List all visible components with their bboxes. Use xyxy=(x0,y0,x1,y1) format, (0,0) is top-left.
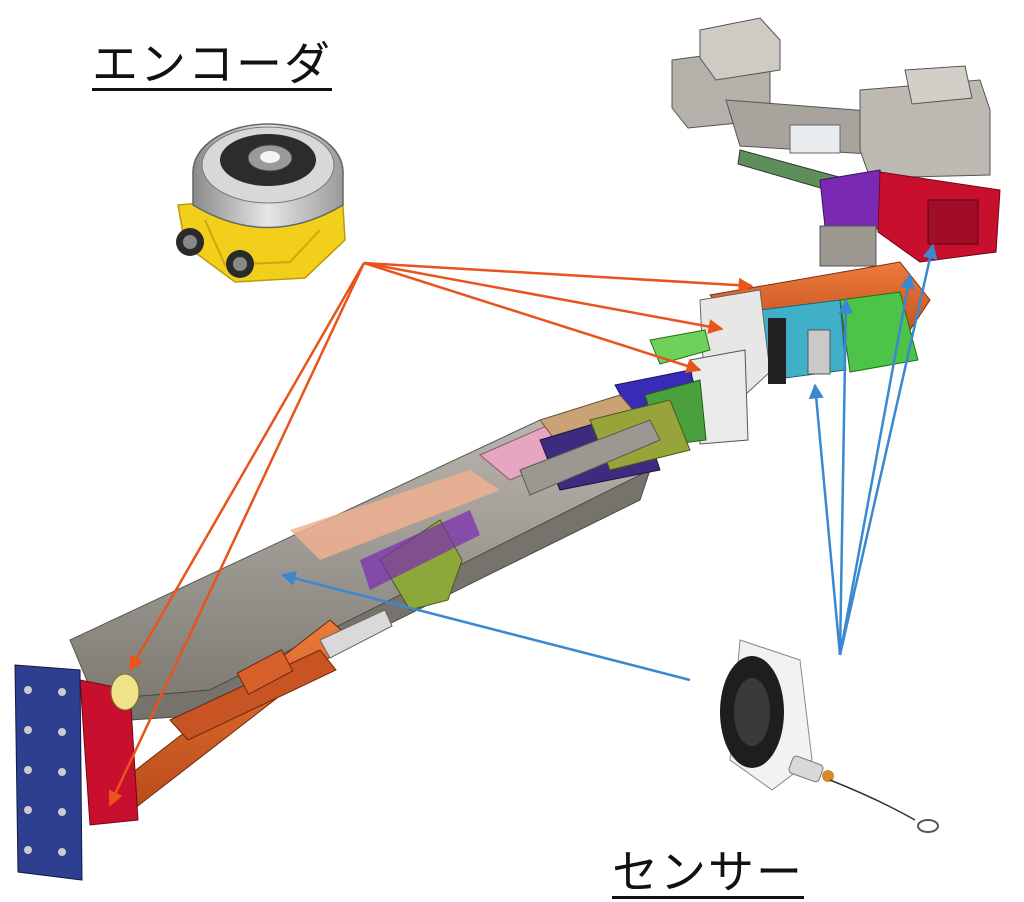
encoder-arrow-1 xyxy=(363,261,754,293)
sensor-arrow-5 xyxy=(838,243,938,656)
encoder-arrow-4 xyxy=(128,262,366,672)
sensor-label: センサー xyxy=(612,845,804,899)
encoder-arrows xyxy=(108,261,754,807)
boom-arm xyxy=(69,394,691,723)
top-crossbeam xyxy=(671,17,991,197)
sensor-arrow-3 xyxy=(838,298,854,656)
rotary-encoder-icon xyxy=(176,123,346,283)
sensor-arrows xyxy=(280,243,938,682)
hydraulic-cylinder xyxy=(109,609,393,813)
encoder-arrow-2 xyxy=(363,261,724,334)
base-mount xyxy=(14,664,140,881)
sensor-arrow-1 xyxy=(280,571,691,682)
draw-wire-sensor-icon xyxy=(720,639,939,833)
encoder-arrow-5 xyxy=(108,262,366,807)
slewing-head xyxy=(614,169,1001,447)
encoder-arrow-3 xyxy=(363,261,702,374)
encoder-label: エンコーダ xyxy=(92,37,332,91)
sensor-arrow-2 xyxy=(808,383,842,656)
sensor-arrow-4 xyxy=(838,273,915,656)
